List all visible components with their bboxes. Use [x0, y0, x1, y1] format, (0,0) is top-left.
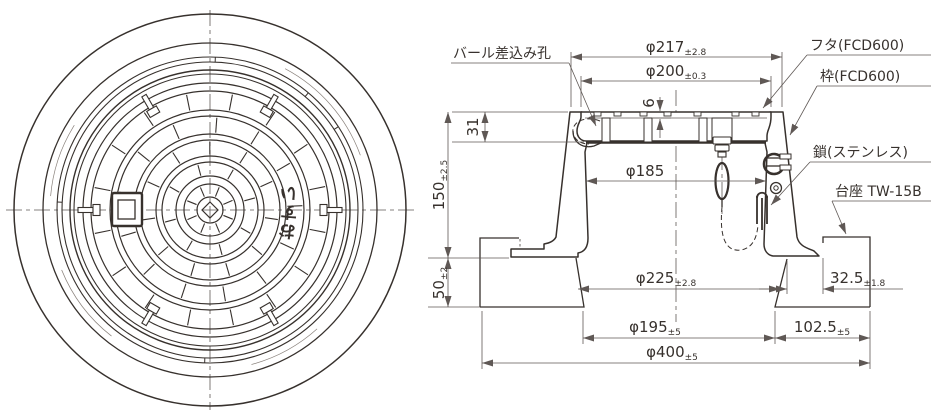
dim-rim-height: 31 [464, 117, 482, 136]
dim-frame-height: 150±2.5 [430, 160, 450, 211]
dim-lid-thickness: 6 [640, 98, 658, 108]
cover-marking: お す い [272, 181, 301, 241]
shackle-pin [779, 153, 792, 171]
dim-dia400: φ400±5 [646, 343, 698, 363]
bar-hole-pocket [572, 130, 604, 148]
lid-section [572, 111, 772, 148]
leader-frame [789, 85, 818, 136]
tread-pattern-ticks [593, 111, 760, 117]
shackle [762, 152, 784, 176]
lid-ribs [601, 117, 733, 143]
leader-base [831, 200, 847, 235]
dim-dia185: φ185 [626, 162, 665, 180]
dim-offset32-5: 32.5±1.8 [830, 269, 886, 289]
dim-dia200: φ200±0.3 [646, 62, 706, 82]
dim-dia195: φ195±5 [629, 318, 681, 338]
leader-lid [762, 54, 808, 109]
label-lid: フタ(FCD600) [810, 38, 904, 54]
leader-bar-hole [568, 62, 597, 127]
cover-lug [141, 93, 161, 119]
chain-slack-loop [720, 206, 759, 251]
cover-lug [259, 301, 279, 327]
label-bar-hole: バール差込み孔 [453, 46, 551, 62]
section-view [479, 90, 871, 322]
extension-lines [428, 52, 871, 369]
chain-bolt [712, 136, 732, 158]
chain-keeper-fork [756, 191, 768, 230]
dim-dia225: φ225±2.8 [636, 269, 697, 289]
label-base: 台座 TW-15B [835, 184, 922, 200]
base-section [479, 236, 871, 308]
cover-lug [319, 203, 343, 217]
cover-lug [77, 203, 101, 217]
dim-base-height: 50±2 [430, 267, 450, 299]
label-frame: 枠(FCD600) [820, 69, 900, 85]
dim-offset102-5: 102.5±5 [794, 318, 850, 338]
dimensions: φ217±2.8 φ200±0.3 6 31 150±2.5 50±2 φ185… [428, 38, 903, 369]
dim-dia217: φ217±2.8 [646, 38, 707, 58]
label-chain: 鎖(ステンレス) [813, 145, 908, 161]
labels: バール差込み孔 フタ(FCD600) 枠(FCD600) 鎖(ステンレス) 台座… [451, 38, 931, 235]
plan-view: お す い [6, 10, 416, 410]
leader-chain [770, 161, 811, 206]
cover-lug [259, 93, 279, 119]
cover-lug [141, 301, 161, 327]
chain-nut [769, 181, 783, 195]
keyhole-pocket [110, 191, 144, 228]
